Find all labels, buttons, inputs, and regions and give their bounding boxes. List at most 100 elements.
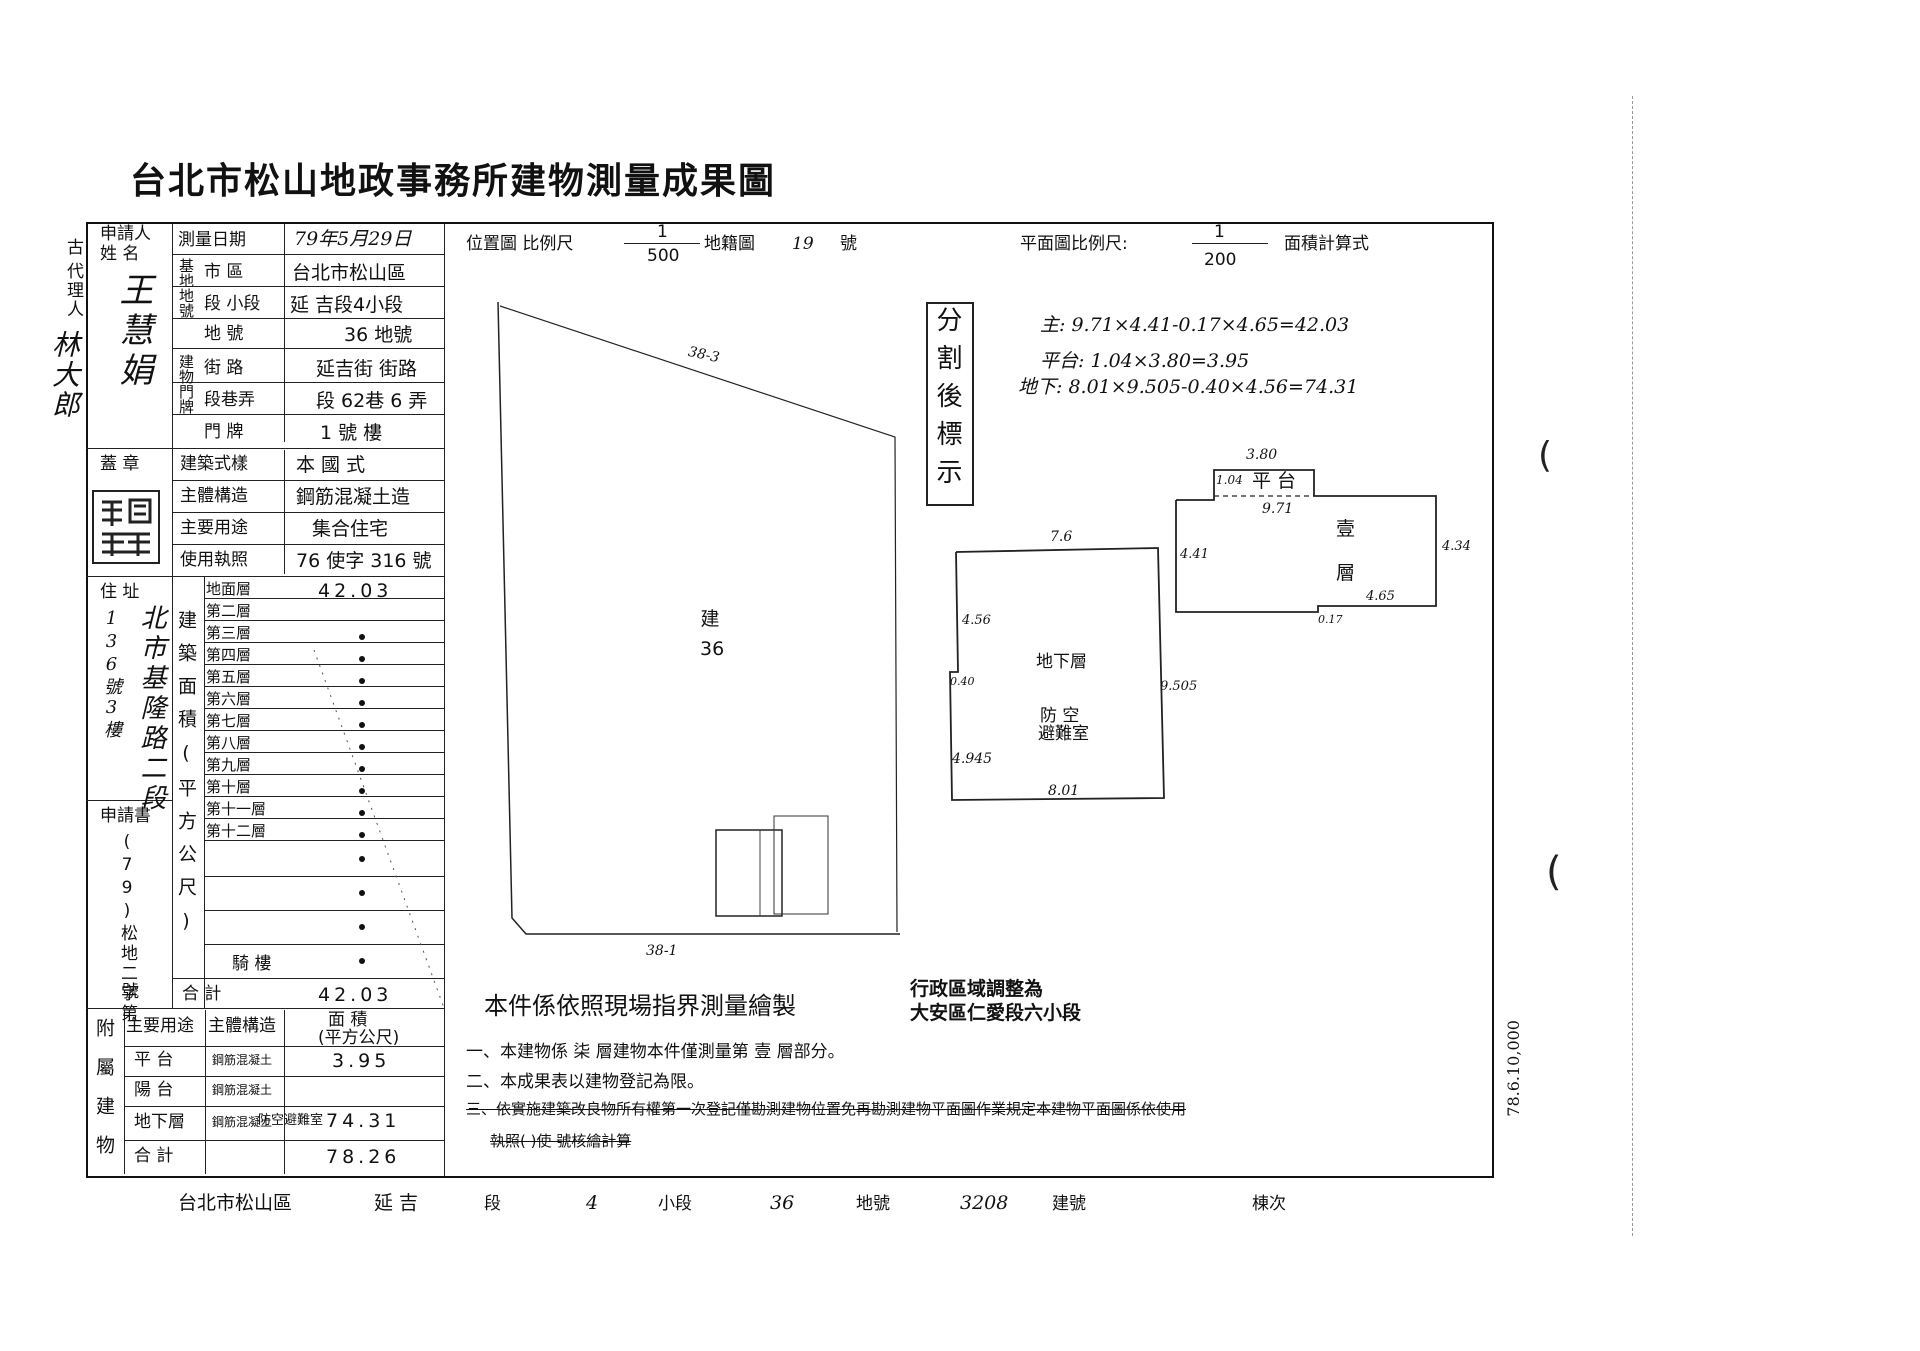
district: 台北市松山區	[292, 262, 407, 284]
floor-label: 第十二層	[206, 822, 267, 840]
binding-mark-icon: (	[1546, 849, 1562, 895]
floor-label: 第七層	[206, 712, 252, 730]
calc-line-3: 地下: 8.01×9.505-0.40×4.56=74.31	[1018, 376, 1359, 398]
dim-040: 0.40	[950, 675, 975, 688]
location-scale-den: 500	[647, 246, 680, 266]
applicant-name: 王慧娟	[113, 272, 153, 392]
calc-line-1: 主: 9.71×4.41-0.17×4.65=42.03	[1040, 314, 1350, 336]
lot-mark: 建 36	[700, 608, 725, 661]
annex-row2-structure: 鋼筋混凝土	[212, 1083, 273, 1097]
total-value: 42.03	[318, 984, 393, 1006]
map-label: 地籍圖	[704, 234, 755, 254]
use: 集合住宅	[312, 518, 389, 540]
binding-mark-icon: (	[1538, 435, 1553, 476]
footer-unit-label: 棟次	[1252, 1194, 1286, 1214]
shelter-a: 防 空	[1040, 706, 1080, 726]
dim-456: 4.56	[962, 613, 991, 628]
request-value: (79)松地二字第	[117, 832, 137, 1024]
form-frame	[86, 222, 1494, 1178]
floor-label: 第八層	[206, 734, 252, 752]
arcade-label: 騎 樓	[232, 954, 272, 974]
style: 本 國 式	[296, 454, 366, 476]
address-value: 北市基隆路二段	[136, 604, 166, 814]
address-label: 住 址	[100, 582, 140, 602]
seal-label: 蓋 章	[100, 454, 140, 474]
permit-label: 使用執照	[180, 550, 248, 570]
dim-465: 4.65	[1366, 589, 1395, 604]
stamp-text: 分割後標示	[932, 306, 962, 496]
shelter-b: 避難室	[1038, 724, 1089, 744]
dim-801: 8.01	[1048, 783, 1080, 799]
dim-380: 3.80	[1246, 447, 1278, 463]
annex-row1-structure: 鋼筋混凝土	[212, 1053, 273, 1067]
floor-label: 第十層	[206, 778, 252, 796]
stamp-box	[926, 302, 974, 506]
lot-b: 38-1	[646, 943, 678, 959]
annex-row1-use: 平 台	[134, 1050, 174, 1070]
footer-section: 延 吉	[374, 1192, 419, 1214]
lane-label: 段巷弄	[204, 390, 255, 410]
note-2: 二、本成果表以建物登記為限。	[466, 1072, 704, 1092]
footer-lot-suffix: 地號	[856, 1194, 890, 1214]
location-scale-num: 1	[657, 222, 668, 242]
total-label: 合 計	[182, 984, 222, 1004]
floor-label: 第九層	[206, 756, 252, 774]
annex-total: 78.26	[326, 1146, 401, 1168]
region-note-a: 行政區域調整為	[910, 978, 1044, 1000]
calc-line-2: 平台: 1.04×3.80=3.95	[1040, 350, 1250, 372]
plan-scale-den: 200	[1204, 250, 1237, 270]
annex-row1-area: 3.95	[332, 1050, 391, 1072]
structure: 鋼筋混凝土造	[296, 486, 411, 508]
footer-subsection-suffix: 小段	[658, 1194, 692, 1214]
site-label: 基地地號	[177, 258, 195, 318]
floor-label: 第五層	[206, 668, 252, 686]
request-label: 申請書	[100, 806, 151, 826]
floor-label: 第二層	[206, 602, 252, 620]
door-label: 建物門牌	[177, 354, 195, 414]
floor-area-value: 42.03	[318, 580, 393, 602]
annex-total-label: 合 計	[134, 1146, 174, 1166]
annex-label: 附屬建物	[93, 1018, 115, 1174]
dim-104: 1.04	[1216, 473, 1243, 487]
dim-9505: 9.505	[1160, 679, 1198, 694]
footer-subsection: 4	[586, 1192, 599, 1214]
footer-lot: 36	[770, 1192, 795, 1214]
number-label: 門 牌	[204, 422, 244, 442]
footer-district: 台北市松山區	[178, 1192, 293, 1214]
annex-row3-use: 地下層	[134, 1112, 185, 1132]
annex-row3-structure: 鋼筋混凝土	[212, 1115, 273, 1129]
annex-header-unit: (平方公尺)	[318, 1028, 400, 1048]
annex-row2-use: 陽 台	[134, 1080, 174, 1100]
floor-label: 地面層	[206, 580, 252, 598]
lot: 36 地號	[344, 324, 413, 346]
section: 延 吉段4小段	[290, 294, 404, 316]
area-label: 建築面積(平方公尺)	[175, 610, 197, 946]
region-note-b: 大安區仁愛段六小段	[910, 1002, 1082, 1024]
page-title: 台北市松山地政事務所建物測量成果圖	[130, 160, 777, 202]
section-label: 段 小段	[204, 294, 261, 314]
basement-label: 地下層	[1036, 652, 1087, 672]
note-4: 執照( )使 號核繪計算	[490, 1132, 632, 1150]
annex-header-structure: 主體構造	[208, 1016, 276, 1036]
dim-76: 7.6	[1050, 529, 1073, 545]
print-mark: 78.6.10,000	[1504, 1020, 1523, 1117]
request-suffix: 號	[122, 982, 139, 1002]
footer-building-suffix: 建號	[1052, 1194, 1086, 1214]
agent-name: 林大郎	[48, 330, 81, 420]
dim-4945: 4.945	[952, 751, 993, 767]
structure-label: 主體構造	[180, 486, 248, 506]
seal-stamp-icon	[92, 490, 160, 564]
lane: 段 62巷 6 弄	[316, 390, 428, 412]
style-label: 建築式樣	[180, 454, 248, 474]
address-detail: 136號3樓	[101, 608, 122, 740]
district-label: 市 區	[204, 262, 244, 282]
street: 延吉街 街路	[316, 358, 418, 380]
floor-label: 第四層	[206, 646, 252, 664]
applicant-name-label: 姓 名	[100, 244, 140, 264]
map-suffix: 號	[840, 234, 857, 254]
dim-434: 4.34	[1442, 539, 1471, 554]
lot-label: 地 號	[204, 324, 244, 344]
floor-char: 層	[1336, 562, 1356, 584]
calc-label: 面積計算式	[1284, 234, 1369, 254]
